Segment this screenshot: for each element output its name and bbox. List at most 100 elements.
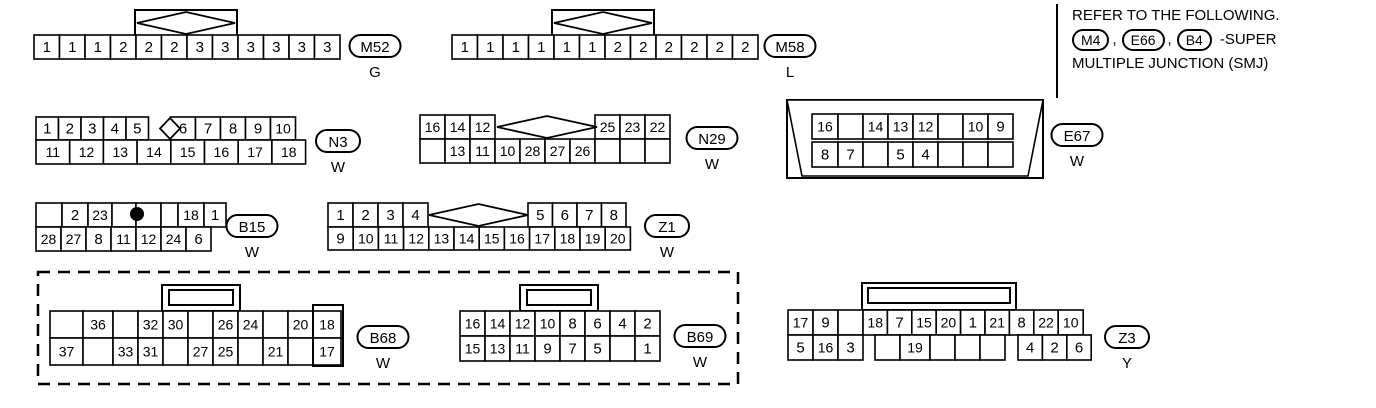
terminal-cell (469, 138, 496, 164)
pin-number: 5 (593, 341, 601, 358)
terminal-cell (419, 138, 446, 164)
terminal-cell (68, 139, 105, 165)
pin-number: 16 (509, 231, 525, 247)
terminal-cell (594, 138, 621, 164)
terminal-cell (929, 334, 956, 361)
pin-number: 6 (1075, 340, 1083, 357)
pin-number: 7 (585, 207, 593, 224)
terminal-cell (35, 202, 63, 228)
pin-number: 14 (490, 316, 506, 332)
terminal-cell (185, 226, 212, 252)
pin-number: 1 (512, 39, 520, 56)
terminal-cell (862, 113, 889, 140)
pin-number: 2 (66, 121, 74, 138)
terminal-cell (444, 114, 471, 140)
note-line-3: MULTIPLE JUNCTION (SMJ) (1072, 55, 1269, 72)
pin-number: 4 (111, 121, 119, 138)
terminal-cell (619, 138, 646, 164)
pin-number: 18 (867, 315, 883, 331)
pin-number: 14 (459, 231, 475, 247)
pin-number: 12 (515, 316, 531, 332)
terminal-cell (186, 34, 214, 60)
pin-number: 19 (585, 231, 601, 247)
pin-number: 11 (46, 144, 61, 160)
pin-number: 1 (643, 341, 651, 358)
connector-color: W (693, 354, 708, 371)
pin-number: 1 (211, 207, 219, 224)
connector-color: L (786, 64, 794, 81)
terminal-cell (287, 337, 314, 366)
terminal-cell (35, 139, 71, 165)
pin-number: 1 (461, 39, 469, 56)
terminal-cell (469, 114, 496, 140)
locator-dot-icon (130, 207, 144, 221)
pin-number: 3 (196, 39, 204, 56)
terminal-cell (837, 309, 864, 336)
pin-number: 15 (180, 144, 196, 160)
terminal-cell (527, 34, 555, 60)
terminal-cell (160, 202, 179, 228)
pin-number: 10 (358, 231, 374, 247)
terminal-cell (899, 334, 931, 361)
pin-number: 1 (336, 207, 344, 224)
connector-id-badge (673, 324, 727, 348)
terminal-cell (534, 310, 561, 337)
pin-number: 37 (59, 344, 75, 360)
latch-slot (526, 289, 592, 306)
connector-color: W (376, 355, 391, 372)
connector-id-badge (1050, 123, 1104, 147)
pin-number: 25 (218, 344, 234, 360)
terminal-cell (237, 139, 273, 165)
pin-number: 12 (918, 119, 934, 135)
pin-number: 6 (179, 121, 187, 138)
pin-number: 17 (319, 344, 335, 360)
latch-slot (168, 289, 234, 306)
pin-number: 3 (272, 39, 280, 56)
pin-number: 19 (907, 340, 923, 356)
connector-id-badge (348, 34, 402, 58)
key-diamond (158, 116, 182, 141)
connector-id-badge (225, 214, 279, 238)
terminal-cell (937, 141, 964, 168)
pin-number: 4 (618, 316, 626, 333)
pin-number: 16 (465, 316, 481, 332)
pin-number: 2 (71, 207, 79, 224)
terminal-cell (444, 138, 471, 164)
corner-post (312, 304, 344, 367)
terminal-cell (937, 113, 964, 140)
terminal-cell (837, 141, 864, 168)
terminal-cell (962, 141, 989, 168)
pin-number: 20 (610, 231, 626, 247)
connector-id-badge (356, 325, 410, 349)
pin-number: 17 (793, 315, 809, 331)
terminal-cell (137, 310, 164, 339)
ref-suffix: -SUPER (1219, 31, 1277, 48)
pin-number: 3 (247, 39, 255, 56)
terminal-cell (451, 34, 479, 60)
terminal-cell (1057, 309, 1084, 336)
pin-number: 11 (116, 231, 131, 247)
pin-number: 1 (43, 39, 51, 56)
terminal-cell (49, 310, 84, 339)
connector-id: E67 (1064, 128, 1091, 145)
terminal-cell (731, 34, 759, 60)
connector-color: W (1070, 153, 1085, 170)
pin-number: 30 (168, 317, 184, 333)
terminal-cell (1033, 309, 1060, 336)
pin-number: 9 (543, 341, 551, 358)
pin-number: 8 (568, 316, 576, 333)
pin-number: 16 (818, 340, 834, 356)
terminal-cell (170, 139, 206, 165)
pin-number: 8 (610, 207, 618, 224)
terminal-cell (84, 34, 112, 60)
pin-number: 13 (112, 144, 128, 160)
ref-badge-e66: E66 (1121, 29, 1165, 51)
pin-number: 26 (575, 143, 591, 159)
pin-number: 32 (143, 317, 159, 333)
connector-id-badge (763, 34, 817, 58)
connector-color: Y (1122, 355, 1132, 372)
pin-number: 8 (1017, 315, 1025, 332)
ref-separator: , (1167, 31, 1172, 48)
